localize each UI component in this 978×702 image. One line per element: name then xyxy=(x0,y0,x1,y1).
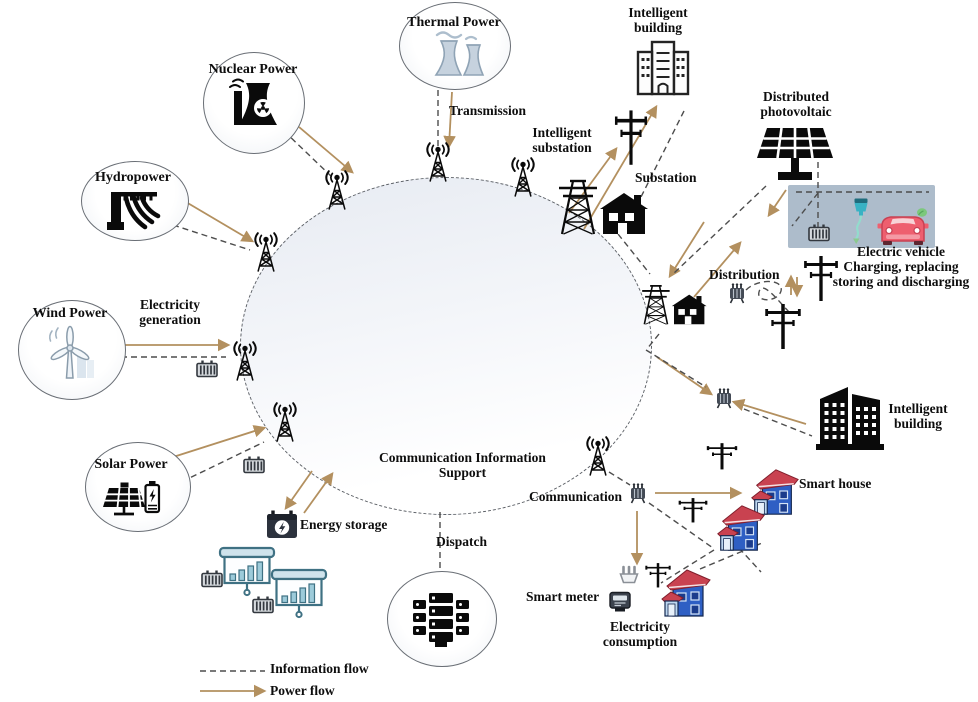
electric-vehicle-label: Electric vehicle Charging, replacing sto… xyxy=(832,244,970,290)
hydro-dam-icon xyxy=(104,187,162,233)
power-pole-icon xyxy=(762,302,804,350)
communication-info-support-label: Communication Information Support xyxy=(379,450,546,481)
distributed-pv-label: Distributed photovoltaic xyxy=(760,89,832,120)
antenna-icon xyxy=(319,169,355,211)
antenna-icon xyxy=(267,401,303,443)
hydropower-label: Hydropower xyxy=(95,170,171,185)
transformer-icon xyxy=(628,482,648,504)
legend-power-flow-label: Power flow xyxy=(270,683,335,698)
insulator-icon xyxy=(617,565,641,585)
antenna-icon xyxy=(248,231,284,273)
antenna-icon xyxy=(580,435,616,477)
antenna-icon xyxy=(505,156,541,198)
monitoring-board-icon xyxy=(218,545,276,597)
intelligent-building-solid-icon xyxy=(814,377,886,451)
antenna-icon xyxy=(227,340,263,382)
electric-car-icon xyxy=(874,206,932,246)
smart-meter-label: Smart meter xyxy=(526,589,600,604)
substation-label: Substation xyxy=(635,170,697,185)
nuclear-power-label: Nuclear Power xyxy=(208,62,298,77)
dispatch-server-icon xyxy=(409,591,473,649)
power-pole-icon xyxy=(704,442,740,470)
energy-storage-icon xyxy=(265,509,299,539)
intelligent-substation-label: Intelligent substation xyxy=(532,125,592,156)
solar-power-label: Solar Power xyxy=(94,457,168,472)
solar-panel-battery-icon xyxy=(100,474,162,522)
legend-information-flow-label: Information flow xyxy=(270,661,369,676)
transformer-icon xyxy=(727,282,747,304)
intelligent-building-right-label: Intelligent building xyxy=(888,401,948,432)
intelligent-building-outline-icon xyxy=(635,39,691,97)
monitoring-board-icon xyxy=(270,567,328,619)
smart-house-label: Smart house xyxy=(799,476,872,491)
power-pole-icon xyxy=(676,497,710,523)
intelligent-building-top-label: Intelligent building xyxy=(628,5,688,36)
battery-icon xyxy=(242,455,266,474)
wind-turbine-icon xyxy=(42,324,98,382)
electricity-consumption-label: Electricity consumption xyxy=(602,619,678,650)
distribution-substation-icon xyxy=(640,275,708,333)
wind-power-label: Wind Power xyxy=(32,306,108,321)
electricity-generation-label: Electricity generation xyxy=(139,297,201,328)
communication-label: Communication xyxy=(529,489,623,504)
transmission-label: Transmission xyxy=(449,103,527,118)
charging-plug-icon xyxy=(850,197,874,245)
energy-storage-label: Energy storage xyxy=(300,517,388,532)
pv-panel-icon xyxy=(751,124,839,188)
smart-house-icon xyxy=(657,563,713,621)
smart-house-icon xyxy=(713,499,767,555)
battery-icon xyxy=(195,359,219,378)
smart-meter-icon xyxy=(607,590,633,614)
antenna-icon xyxy=(420,141,456,183)
nuclear-plant-icon xyxy=(226,77,284,127)
thermal-plant-icon xyxy=(424,29,490,77)
grid-core-ellipse xyxy=(240,177,652,515)
dispatch-label: Dispatch xyxy=(436,534,488,549)
transformer-icon xyxy=(714,387,734,409)
thermal-power-label: Thermal Power xyxy=(407,15,501,30)
battery-icon xyxy=(807,223,831,242)
distribution-label: Distribution xyxy=(709,267,780,282)
